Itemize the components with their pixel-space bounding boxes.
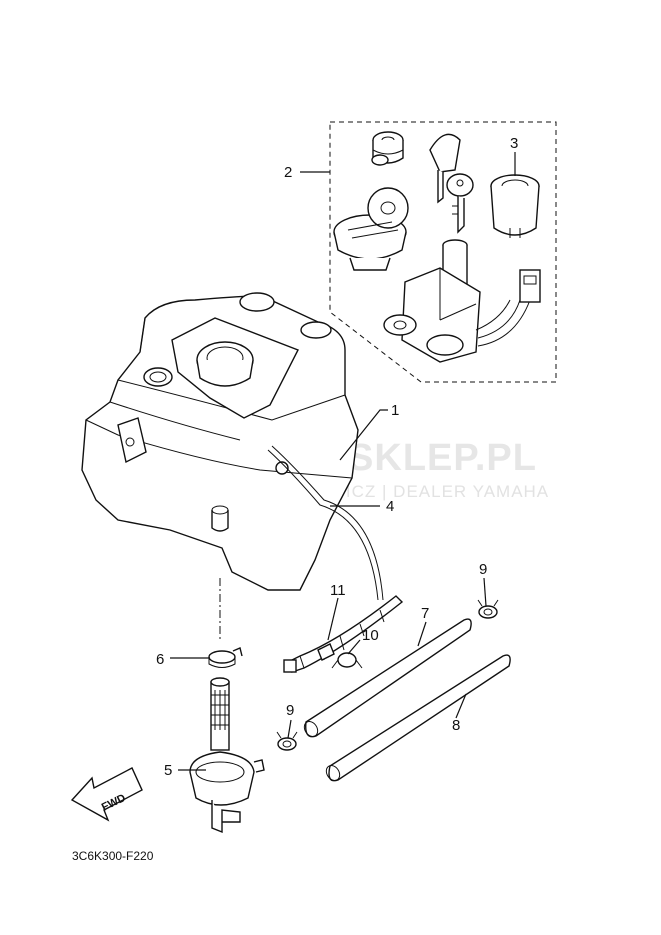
breather-hose-outline: [271, 445, 384, 601]
fuel-hose-7: [303, 618, 472, 738]
breather-hose: [267, 449, 379, 601]
callout-2: 2: [284, 164, 292, 181]
callout-9-lower: 9: [286, 702, 294, 719]
hose-clip-9-lower: [276, 731, 298, 751]
fuel-cap: [333, 187, 409, 271]
callout-8: 8: [452, 717, 460, 734]
callout-1: 1: [391, 402, 399, 419]
cap-lock-cylinder: [371, 131, 404, 166]
leader-lines: [170, 152, 516, 771]
hose-8: [325, 654, 511, 782]
callout-11: 11: [330, 582, 346, 599]
fuel-cock: [189, 677, 265, 834]
diagram-code: 3C6K300-F220: [72, 849, 154, 863]
callout-5: 5: [164, 762, 172, 779]
key-set: [429, 133, 474, 234]
callout-6: 6: [156, 651, 164, 668]
main-switch: [383, 239, 541, 363]
fuel-tank: [81, 292, 359, 591]
callout-4: 4: [386, 498, 394, 515]
lock-set-group: [329, 121, 557, 383]
hose-clip-9-upper: [477, 599, 499, 619]
callout-10: 10: [362, 627, 379, 644]
callout-7: 7: [421, 605, 429, 622]
callout-3: 3: [510, 135, 518, 152]
hose-clip: [208, 647, 243, 668]
clamp-10: [331, 652, 363, 669]
wire-band: [283, 595, 404, 673]
fwd-arrow: FWD: [70, 767, 143, 822]
callouts: 2 3 1 4 9 11 7 10 6 9 8 5: [156, 135, 518, 779]
callout-9-upper: 9: [479, 561, 487, 578]
lock-set-frame: [329, 121, 557, 383]
seat-lock-grommet: [490, 174, 540, 238]
